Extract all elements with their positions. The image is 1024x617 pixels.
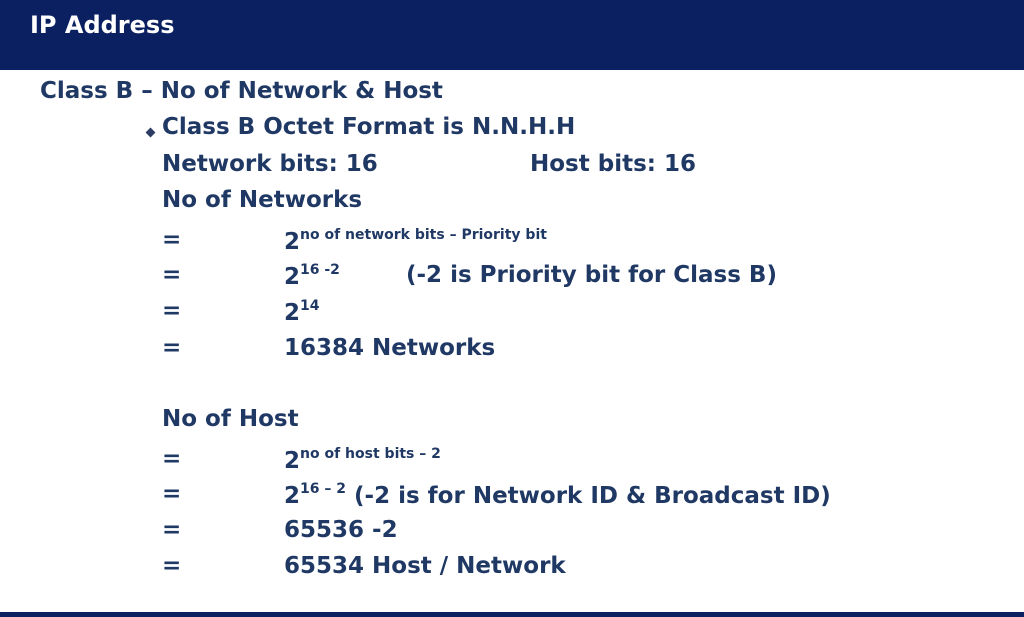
formula-exponent: no of host bits – 2 bbox=[300, 446, 441, 462]
hosts-title: No of Host bbox=[162, 406, 299, 432]
formula-base: 2 bbox=[284, 264, 301, 290]
equals-sign: = bbox=[162, 446, 182, 472]
formula-hosts-1: 2no of host bits – 2 bbox=[284, 446, 441, 474]
formula-base: 2 bbox=[284, 229, 301, 255]
formula-base: 2 bbox=[284, 483, 301, 509]
equals-sign: = bbox=[162, 335, 182, 361]
formula-note: (-2 is for Network ID & Broadcast ID) bbox=[354, 483, 831, 509]
host-bits: Host bits: 16 bbox=[530, 151, 696, 177]
formula-exponent: no of network bits – Priority bit bbox=[300, 227, 547, 243]
equals-sign: = bbox=[162, 481, 182, 507]
hosts-subtraction: 65536 -2 bbox=[284, 517, 398, 543]
formula-base: 2 bbox=[284, 300, 301, 326]
formula-networks-3: 214 bbox=[284, 298, 320, 326]
equals-sign: = bbox=[162, 517, 182, 543]
equals-sign: = bbox=[162, 227, 182, 253]
formula-base: 2 bbox=[284, 448, 301, 474]
networks-title: No of Networks bbox=[162, 187, 363, 213]
equals-sign: = bbox=[162, 553, 182, 579]
section-heading: Class B – No of Network & Host bbox=[40, 78, 443, 104]
equals-sign: = bbox=[162, 262, 182, 288]
slide-title: IP Address bbox=[30, 11, 175, 39]
formula-networks-2: 216 -2 bbox=[284, 262, 340, 290]
formula-hosts-2: 216 – 2 (-2 is for Network ID & Broadcas… bbox=[284, 481, 831, 509]
formula-networks-1: 2no of network bits – Priority bit bbox=[284, 227, 547, 255]
header-bar: IP Address bbox=[0, 0, 1024, 70]
bullet-icon bbox=[145, 127, 156, 138]
formula-exponent: 16 -2 bbox=[300, 262, 340, 278]
networks-result: 16384 Networks bbox=[284, 335, 496, 361]
bottom-divider bbox=[0, 612, 1024, 617]
hosts-result: 65534 Host / Network bbox=[284, 553, 566, 579]
network-bits: Network bits: 16 bbox=[162, 151, 378, 177]
equals-sign: = bbox=[162, 298, 182, 324]
formula-exponent: 16 – 2 bbox=[300, 481, 346, 497]
formula-exponent: 14 bbox=[300, 298, 320, 314]
formula-note: (-2 is Priority bit for Class B) bbox=[406, 262, 777, 288]
octet-format: Class B Octet Format is N.N.H.H bbox=[162, 114, 576, 140]
